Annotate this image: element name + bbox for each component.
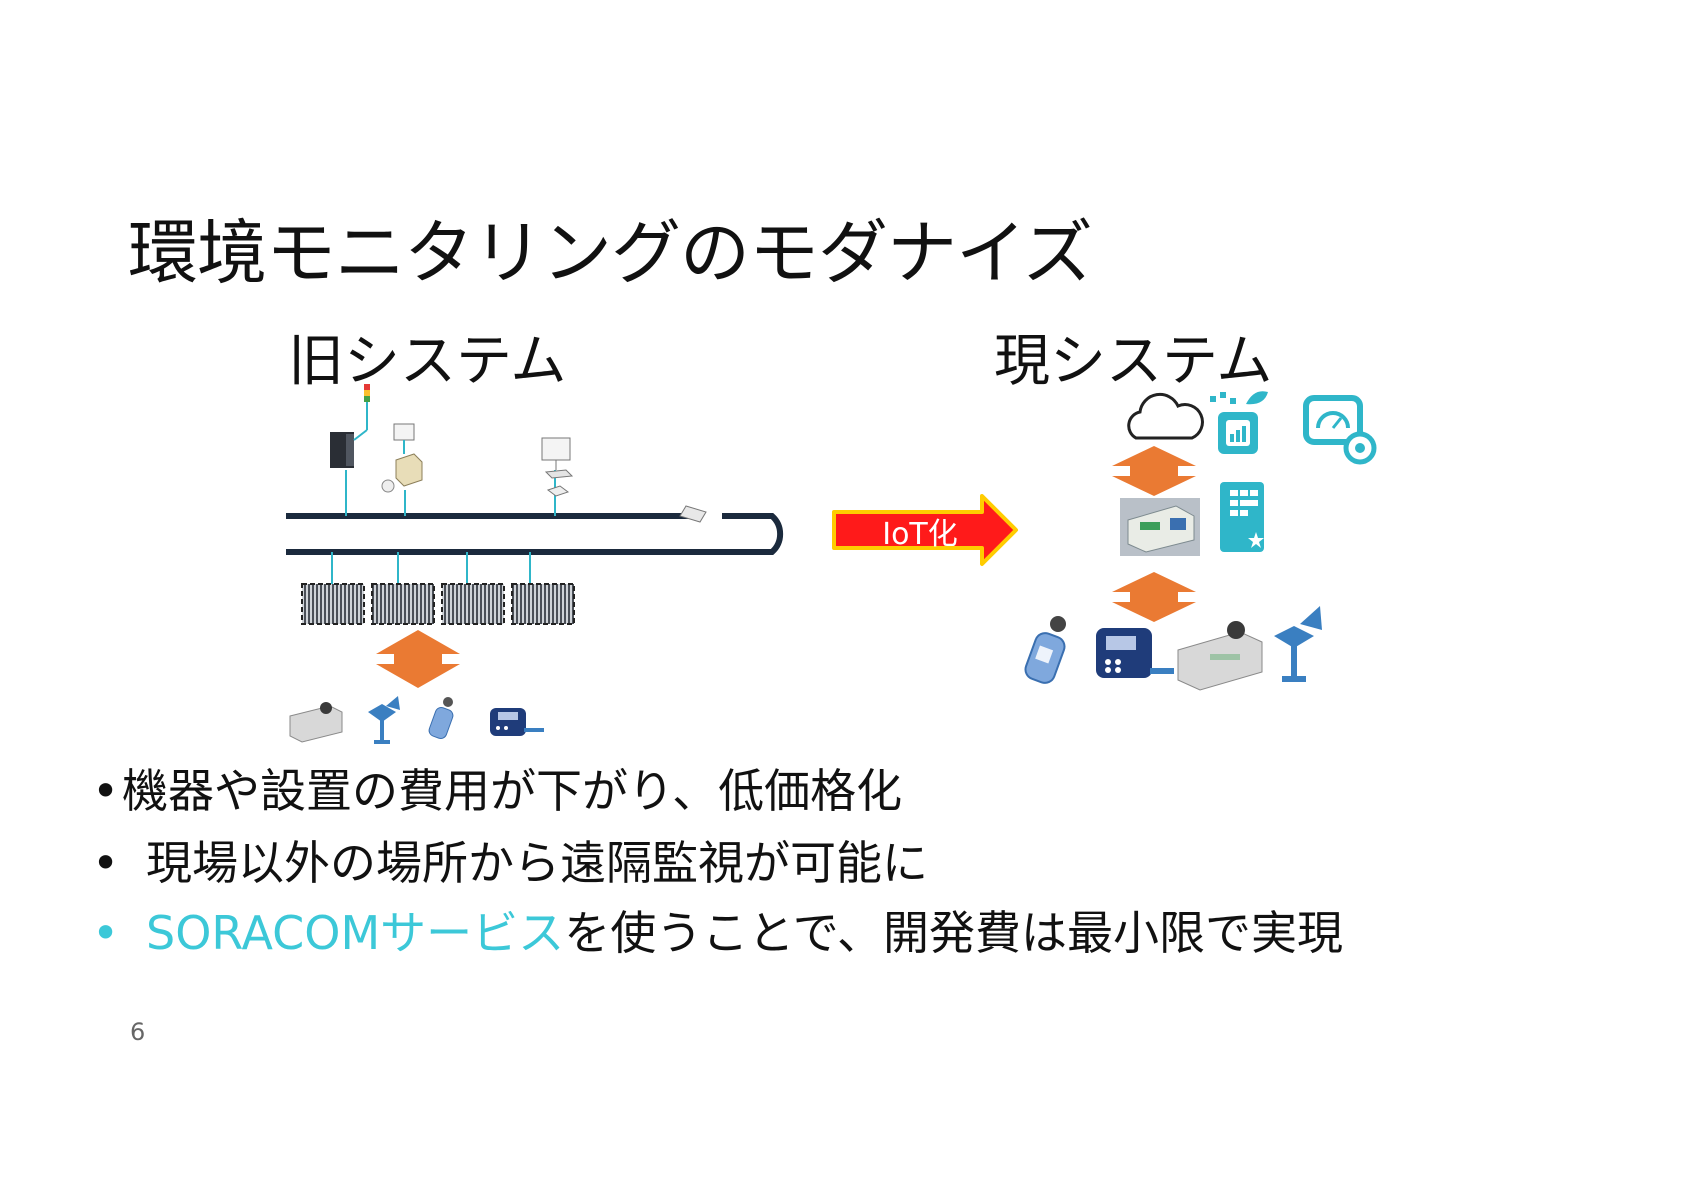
dust-meter-icon <box>290 702 342 742</box>
anemometer-icon <box>1274 606 1322 682</box>
bullet-item: •SORACOMサービスを使うことで、開発費は最小限で実現 <box>92 910 1343 956</box>
old-double-arrow <box>376 630 460 688</box>
sound-level-meter-icon <box>427 697 454 740</box>
data-logger-icon <box>490 708 544 736</box>
soracom-highlight: SORACOMサービス <box>146 906 564 960</box>
sim-card-icon <box>1220 482 1264 552</box>
monitor-icon <box>542 438 572 496</box>
server-icon <box>382 454 422 492</box>
old-drop-lines <box>332 470 555 584</box>
plc-rack-icon <box>330 432 354 468</box>
anemometer-icon <box>368 696 400 744</box>
new-upper-double-arrow <box>1112 446 1196 496</box>
dashboard-gauge-icon <box>1306 398 1374 462</box>
new-lower-double-arrow <box>1112 572 1196 622</box>
bullet-text: を使うことで、開発費は最小限で実現 <box>564 906 1343 960</box>
sound-level-meter-icon <box>1023 616 1068 686</box>
bullet-text: 現場以外の場所から遠隔監視が可能に <box>146 836 928 890</box>
data-logger-icon <box>1096 628 1174 678</box>
signal-tower-icon <box>354 384 370 440</box>
page-number: 6 <box>130 1018 145 1046</box>
old-network-bus <box>286 506 780 552</box>
network-switch-icon <box>680 506 706 522</box>
bullet-text: 機器や設置の費用が下がり、低価格化 <box>122 764 902 818</box>
bullet-item: •現場以外の場所から遠隔監視が可能に <box>92 840 928 886</box>
monitor-icon <box>394 424 414 454</box>
io-rack-group <box>302 584 574 624</box>
iot-transition-arrow: IoT化 <box>834 496 1016 564</box>
data-storage-icon <box>1210 391 1268 454</box>
bullet-marker: • <box>92 768 122 814</box>
plc-rack-icon <box>302 584 364 624</box>
iot-arrow-label: IoT化 <box>882 517 958 552</box>
dust-meter-icon <box>1178 621 1262 690</box>
plc-rack-icon <box>372 584 434 624</box>
bullet-item: •機器や設置の費用が下がり、低価格化 <box>92 768 902 814</box>
plc-rack-icon <box>512 584 574 624</box>
plc-rack-icon <box>442 584 504 624</box>
cloud-icon <box>1129 394 1203 438</box>
bullet-marker: • <box>92 910 146 956</box>
gateway-device-icon <box>1120 498 1200 556</box>
bullet-marker: • <box>92 840 146 886</box>
